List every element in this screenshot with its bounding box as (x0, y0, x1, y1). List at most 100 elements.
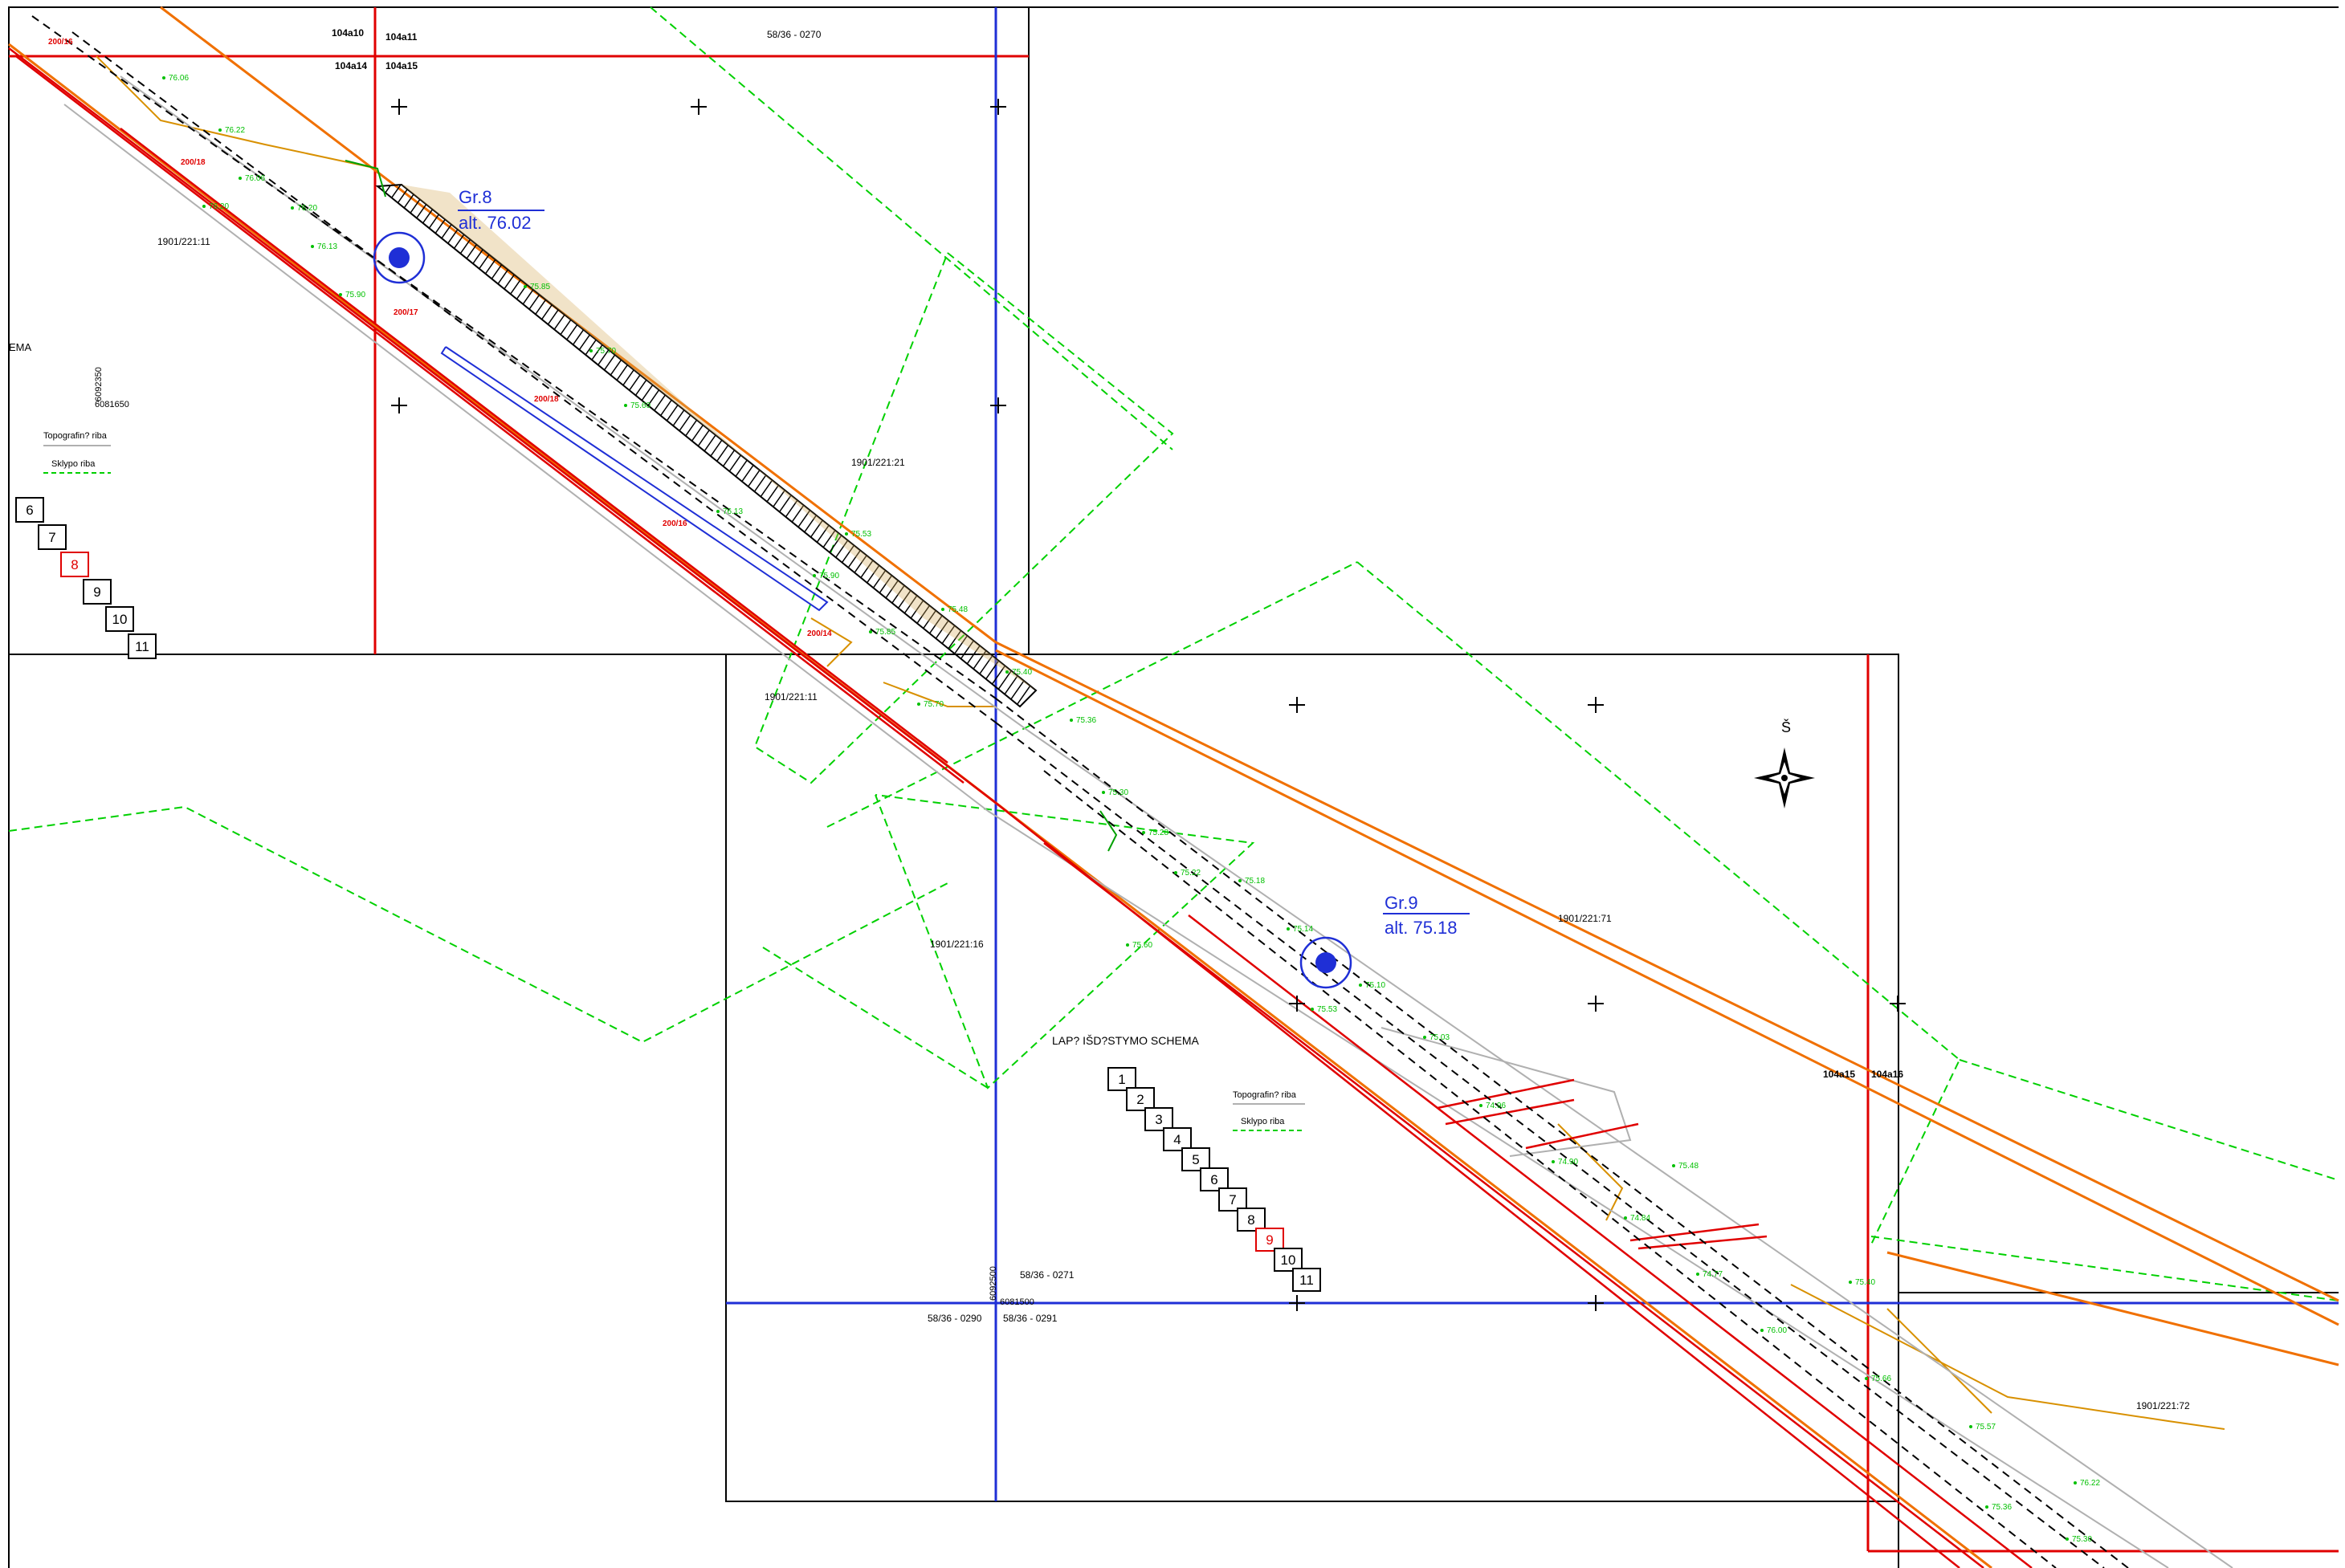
sheet-index-box[interactable]: 11 (1292, 1268, 1321, 1292)
borehole-gr8-altitude: alt. 76.02 (459, 213, 532, 233)
coordinate: 6081500 (1000, 1297, 1034, 1307)
centerlines (31, 15, 2129, 1568)
borehole-gr8-name: Gr.8 (459, 187, 492, 207)
elevation-label: 75.60 (1132, 941, 1152, 950)
sheet-index-box[interactable]: 6 (15, 497, 44, 523)
elevation-label: 74.77 (1703, 1270, 1723, 1279)
elevation-point (1865, 1377, 1868, 1380)
pipe-label: 200/18 (534, 395, 559, 404)
elevation-point (2066, 1537, 2069, 1541)
sheet-index-box[interactable]: 9 (1255, 1228, 1284, 1252)
elevation-point (524, 285, 527, 288)
grid-ref: 58/36 - 0271 (1020, 1269, 1075, 1281)
parcel-label: 1901/221:16 (930, 939, 984, 950)
sheet-index-box[interactable]: 3 (1144, 1107, 1173, 1131)
elevation-point (1174, 871, 1177, 874)
elevation-label: 75.66 (1871, 1375, 1891, 1383)
sheet-index-box[interactable]: 2 (1126, 1087, 1155, 1111)
sheet-index-box[interactable]: 7 (1218, 1187, 1247, 1212)
elevation-label: 75.14 (1293, 925, 1313, 934)
vegetation-line (345, 160, 1118, 852)
pipe-label: 200/17 (394, 308, 418, 317)
elevation-label: 75.36 (1992, 1503, 2012, 1512)
elevation-label: 75.28 (1148, 829, 1168, 837)
elevation-label: 75.70 (924, 700, 944, 709)
sheet-index-label: 11 (135, 639, 149, 654)
grid-ref: 58/36 - 0290 (928, 1313, 982, 1324)
elevation-point (1849, 1281, 1852, 1284)
sheet-code: 104a15 (385, 60, 418, 71)
parcel-label: 1901/221:72 (2136, 1400, 2190, 1411)
elevation-label: 75.03 (1429, 1033, 1450, 1042)
elevation-label: 75.40 (1012, 668, 1032, 677)
elevation-label: 76.22 (2080, 1479, 2100, 1488)
elevation-label: 76.20 (209, 202, 229, 211)
sheet-index-box[interactable]: 4 (1163, 1127, 1192, 1151)
sheet-index-label: 2 (1136, 1092, 1144, 1107)
elevation-labels: 76.2276.0676.2076.1375.9075.8575.7075.60… (162, 74, 2100, 1544)
sheet-index-box[interactable]: 11 (128, 633, 157, 659)
elevation-point (162, 76, 165, 79)
elevation-label: 74.90 (1558, 1158, 1578, 1167)
sheet-index-label: 5 (1192, 1152, 1199, 1167)
elevation-label: 75.40 (1855, 1278, 1875, 1287)
grid-cross (1289, 1295, 1305, 1311)
sheet-index-box[interactable]: 8 (60, 552, 89, 577)
sheet-index-box[interactable]: 1 (1107, 1067, 1136, 1091)
parcel-label: 1901/221:11 (157, 236, 210, 247)
sheet-index-label: 6 (1210, 1172, 1217, 1187)
sheet-index-label: 11 (1299, 1273, 1314, 1288)
borehole-gr8[interactable]: Gr.8 alt. 76.02 (373, 187, 544, 284)
grid-ref: 58/36 - 0270 (767, 29, 822, 40)
north-arrow-icon (1754, 747, 1815, 808)
sheet-code: 104a11 (385, 31, 418, 43)
elevation-point (845, 532, 848, 536)
sheet-index-box[interactable]: 10 (105, 606, 134, 632)
elevation-point (1126, 943, 1129, 947)
borehole-gr9[interactable]: Gr.9 alt. 75.18 (1299, 893, 1470, 989)
elevation-label: 75.48 (948, 605, 968, 614)
sheet-index-box[interactable]: 6 (1200, 1167, 1229, 1191)
sheet-index-label: 7 (1229, 1192, 1236, 1208)
elevation-label: 76.06 (169, 74, 189, 83)
sheet-index-box[interactable]: 9 (83, 579, 112, 605)
elevation-point (1969, 1425, 1972, 1428)
sheet-index-label: 8 (71, 557, 78, 572)
elevation-point (218, 128, 222, 132)
sheet-index-box[interactable]: 7 (38, 524, 67, 550)
grid-cross (1289, 996, 1305, 1012)
parcel-label: 1901/221:11 (765, 691, 818, 703)
elevation-label: 75.85 (875, 628, 895, 637)
elevation-point (869, 630, 872, 633)
elevation-point (813, 574, 816, 577)
sheet-frame-center (725, 654, 1899, 1502)
elevation-point (1142, 831, 1145, 834)
sheet-index-box[interactable]: 8 (1237, 1208, 1266, 1232)
borehole-gr9-altitude: alt. 75.18 (1385, 918, 1458, 938)
elevation-label: 75.57 (1976, 1423, 1996, 1432)
borehole-gr9-name: Gr.9 (1385, 893, 1418, 913)
grid-cross (1289, 697, 1305, 713)
elevation-label: 75.90 (345, 291, 365, 299)
railway-tracks (8, 47, 2033, 1568)
elevation-label: 76.06 (245, 174, 265, 183)
grid-cross (1588, 1295, 1604, 1311)
road-corridor (8, 6, 2339, 1568)
elevation-point (1479, 1104, 1482, 1107)
grid-crosses (391, 99, 1906, 1311)
elevation-point (1624, 1216, 1627, 1220)
sheet-index-box[interactable]: 5 (1181, 1147, 1210, 1171)
sheet-index-label: 9 (1266, 1232, 1273, 1248)
sheet-index-box[interactable]: 10 (1274, 1248, 1303, 1272)
grid-ref: 58/36 - 0291 (1003, 1313, 1058, 1324)
elevation-point (291, 206, 294, 210)
sheet-index-label: 10 (112, 612, 128, 627)
sheet-frame-top-left (8, 6, 1030, 655)
grid-cross (990, 99, 1006, 115)
elevation-point (1359, 984, 1362, 987)
elevation-point (1311, 1008, 1314, 1011)
sheet-code: 104a15 (1823, 1069, 1855, 1080)
